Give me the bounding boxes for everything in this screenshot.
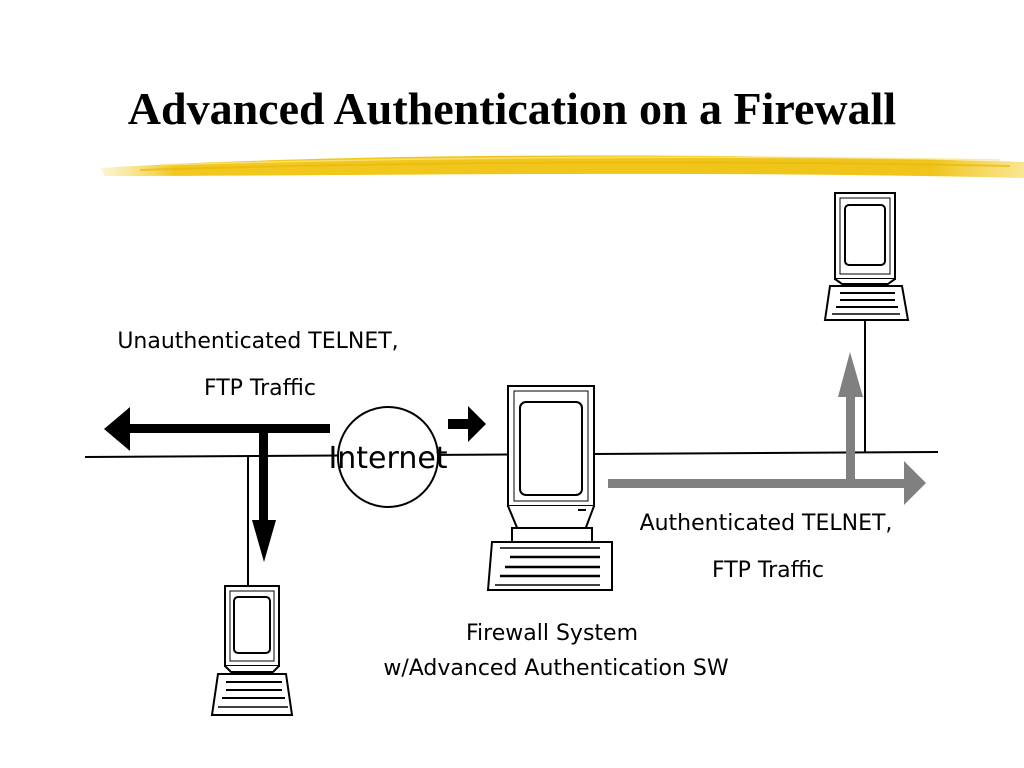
firewall-label-line2: w/Advanced Authentication SW xyxy=(383,656,729,681)
firewall-computer-icon xyxy=(486,385,613,591)
computer-icon xyxy=(210,585,294,716)
to-firewall-arrow xyxy=(448,406,486,442)
unauth-label-line1: Unauthenticated TELNET, xyxy=(117,329,398,354)
auth-label-line2: FTP Traffic xyxy=(712,558,824,583)
title-underline xyxy=(100,155,1024,178)
internet-label: Internet xyxy=(328,441,447,476)
auth-label-line1: Authenticated TELNET, xyxy=(640,511,893,536)
computer-icon xyxy=(823,192,910,321)
auth-traffic-arrow xyxy=(608,352,926,505)
unauth-label-line2: FTP Traffic xyxy=(204,376,316,401)
slide-title: Advanced Authentication on a Firewall xyxy=(127,83,897,134)
unauth-traffic-arrow xyxy=(104,407,330,562)
internet-node: Internet xyxy=(328,406,448,508)
firewall-label-line1: Firewall System xyxy=(466,621,638,646)
